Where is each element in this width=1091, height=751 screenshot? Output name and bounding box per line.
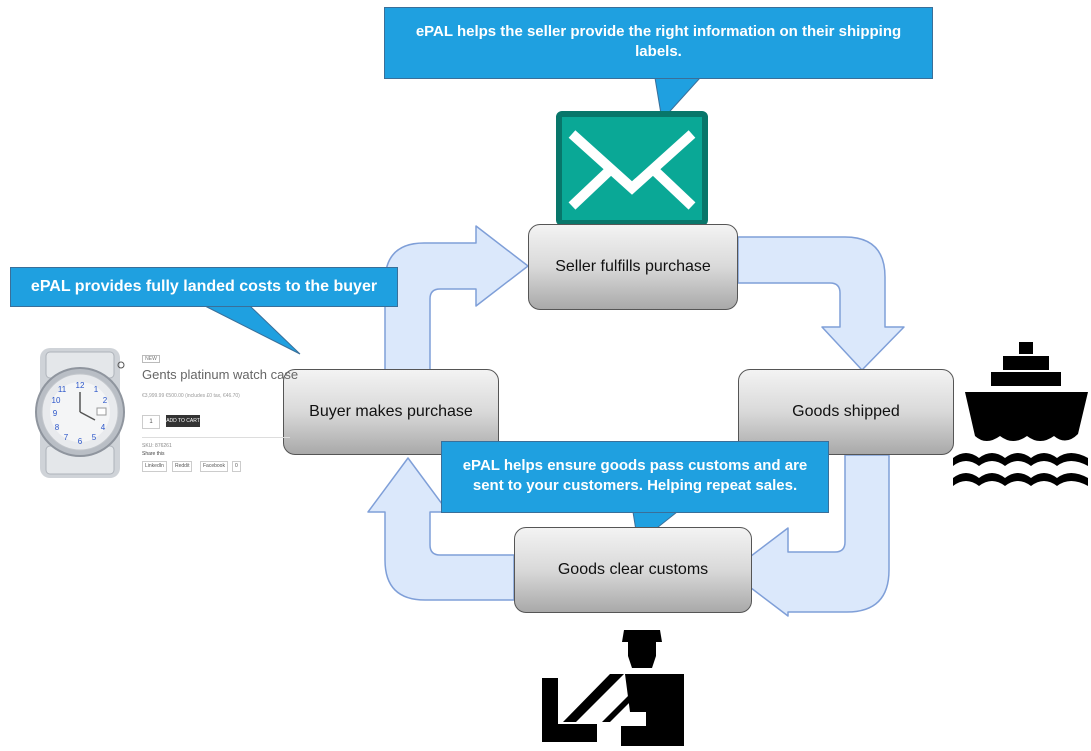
svg-text:5: 5 bbox=[92, 433, 97, 442]
node-goods-shipped: Goods shipped bbox=[738, 369, 954, 455]
share-reddit[interactable]: Reddit bbox=[172, 461, 193, 472]
share-count[interactable]: 0 bbox=[232, 461, 241, 472]
svg-text:8: 8 bbox=[55, 423, 60, 432]
share-title: Share this bbox=[142, 451, 165, 457]
ship-icon bbox=[953, 342, 1088, 486]
product-card: NEW Gents platinum watch case €3,999.99 … bbox=[20, 345, 298, 485]
svg-text:1: 1 bbox=[94, 385, 99, 394]
svg-text:11: 11 bbox=[58, 385, 67, 394]
svg-text:7: 7 bbox=[64, 433, 69, 442]
share-facebook[interactable]: Facebook bbox=[200, 461, 228, 472]
product-price: €3,999.99 €500.00 (includes £0 tax, €46.… bbox=[142, 393, 240, 399]
arrow-customs-to-buyer bbox=[367, 457, 515, 601]
svg-text:6: 6 bbox=[78, 437, 83, 446]
add-to-cart-button[interactable]: ADD TO CART bbox=[166, 415, 200, 427]
node-buyer-purchase: Buyer makes purchase bbox=[283, 369, 499, 455]
svg-text:12: 12 bbox=[76, 381, 85, 390]
customs-officer-icon bbox=[542, 630, 684, 746]
callout-landed-costs: ePAL provides fully landed costs to the … bbox=[10, 267, 398, 307]
arrow-seller-to-shipped bbox=[737, 236, 905, 371]
node-seller-fulfills: Seller fulfills purchase bbox=[528, 224, 738, 310]
product-meta: SKU: 876261 bbox=[142, 443, 172, 449]
callout-shipping-labels: ePAL helps the seller provide the right … bbox=[384, 7, 933, 79]
callout-customs-help: ePAL helps ensure goods pass customs and… bbox=[441, 441, 829, 513]
envelope-icon bbox=[556, 111, 708, 226]
divider bbox=[142, 437, 290, 438]
svg-text:10: 10 bbox=[52, 396, 61, 405]
share-linkedin[interactable]: LinkedIn bbox=[142, 461, 167, 472]
node-goods-clear-customs: Goods clear customs bbox=[514, 527, 752, 613]
svg-text:4: 4 bbox=[101, 423, 106, 432]
arrow-buyer-to-seller bbox=[384, 225, 529, 373]
product-title: Gents platinum watch case bbox=[142, 367, 299, 382]
quantity-input[interactable]: 1 bbox=[142, 415, 160, 429]
svg-text:2: 2 bbox=[103, 396, 108, 405]
product-tag: NEW bbox=[142, 355, 160, 363]
svg-text:9: 9 bbox=[53, 409, 58, 418]
